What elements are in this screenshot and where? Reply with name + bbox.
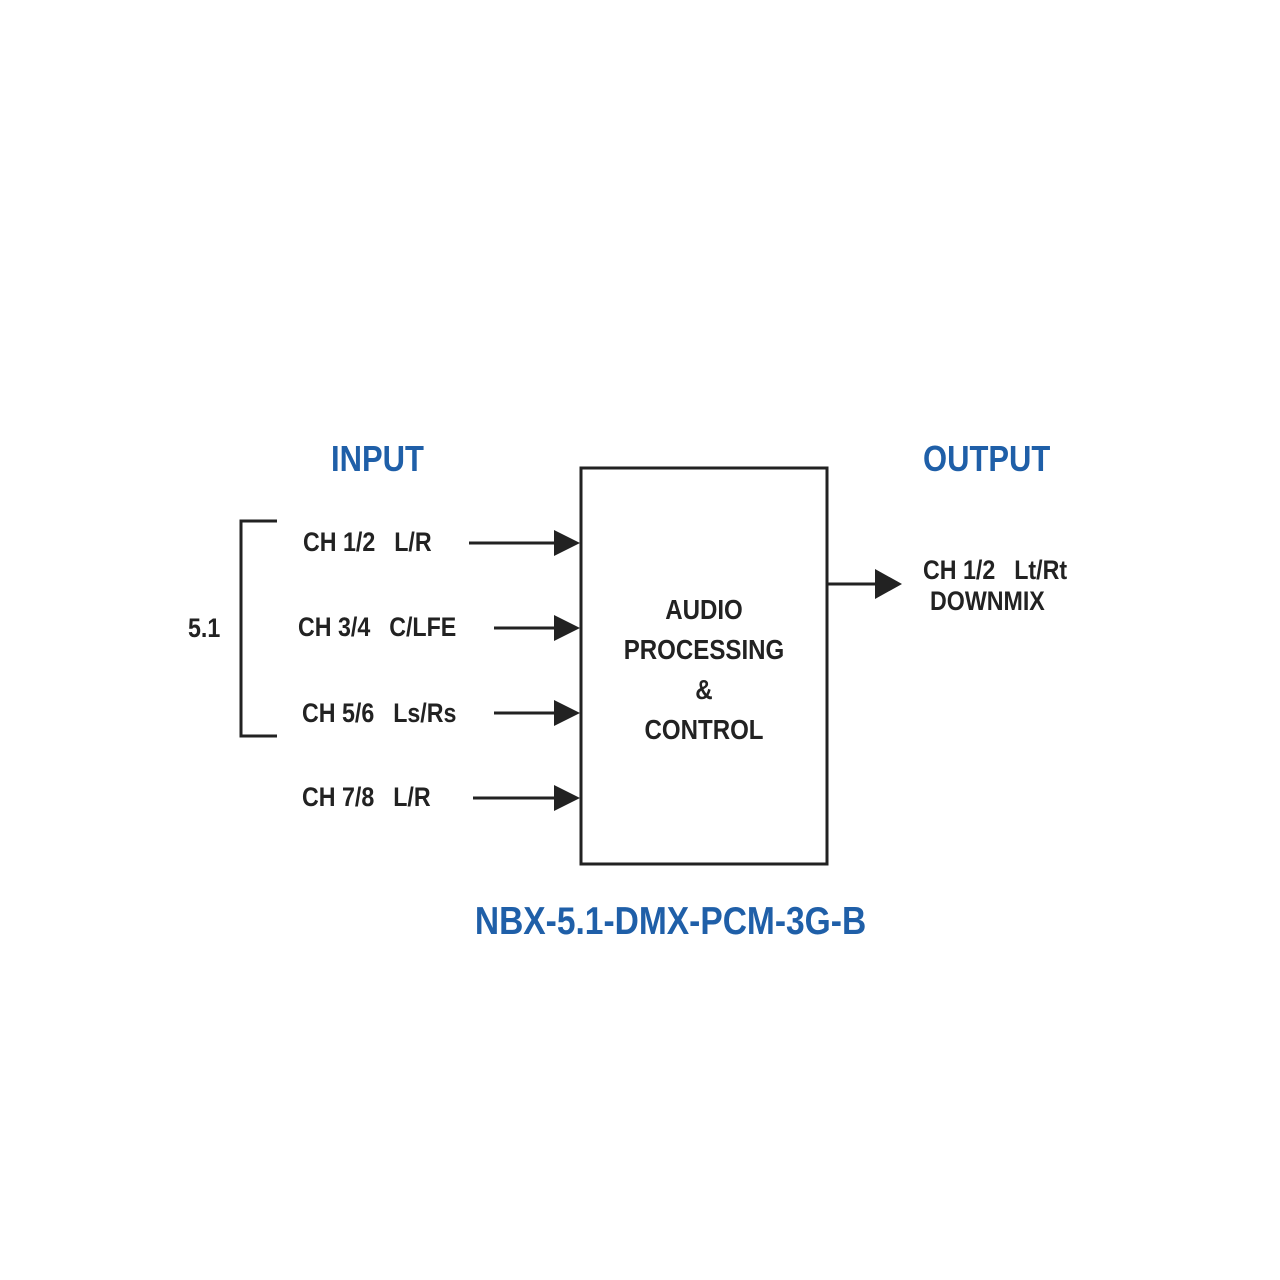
- output-signal-label: Lt/Rt: [1014, 555, 1068, 585]
- input-signal-label: Ls/Rs: [393, 698, 457, 728]
- output-arrow: [828, 569, 902, 599]
- input-signal-label: L/R: [394, 527, 432, 557]
- block-line: AUDIO: [665, 594, 743, 625]
- output-mode-label: DOWNMIX: [930, 586, 1045, 616]
- audio-processing-block: [579, 466, 829, 866]
- processing-block-label: AUDIO PROCESSING & CONTROL: [581, 590, 827, 750]
- input-arrow-ch78: [473, 785, 580, 811]
- output-channel-label: CH 1/2: [923, 555, 996, 585]
- output-heading: OUTPUT: [923, 438, 1051, 479]
- input-arrow-ch56: [494, 700, 580, 726]
- input-row-ch56: CH 5/6 Ls/Rs: [302, 700, 456, 727]
- input-signal-label: C/LFE: [389, 612, 457, 642]
- block-line: CONTROL: [644, 714, 764, 745]
- input-heading: INPUT: [331, 438, 424, 479]
- block-line: PROCESSING: [623, 634, 785, 665]
- input-channel-label: CH 7/8: [302, 782, 375, 812]
- input-row-ch78: CH 7/8 L/R: [302, 784, 431, 811]
- input-signal-label: L/R: [393, 782, 431, 812]
- model-number: NBX-5.1-DMX-PCM-3G-B: [0, 902, 1280, 941]
- input-arrow-ch12: [469, 530, 580, 556]
- input-arrow-ch34: [494, 615, 580, 641]
- surround-group-bracket: [239, 519, 277, 738]
- input-channel-label: CH 1/2: [303, 527, 376, 557]
- block-line: &: [695, 674, 713, 705]
- input-row-ch34: CH 3/4 C/LFE: [298, 614, 456, 641]
- input-row-ch12: CH 1/2 L/R: [303, 529, 432, 556]
- output-row: CH 1/2 Lt/Rt: [923, 557, 1067, 584]
- input-channel-label: CH 5/6: [302, 698, 375, 728]
- surround-group-label: 5.1: [188, 613, 221, 643]
- model-number-text: NBX-5.1-DMX-PCM-3G-B: [475, 900, 867, 943]
- input-channel-label: CH 3/4: [298, 612, 371, 642]
